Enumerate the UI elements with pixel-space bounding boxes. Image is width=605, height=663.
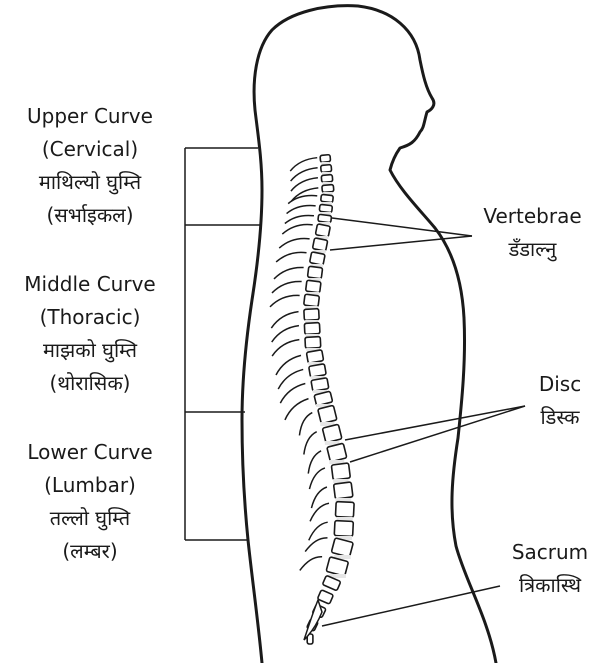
region-name-en: Upper Curve [0, 100, 180, 133]
spine-column [270, 155, 354, 644]
region-brackets [185, 148, 262, 540]
region-name-en: Middle Curve [0, 268, 180, 301]
region-sub-ne: (थोरासिक) [0, 367, 180, 400]
region-name-ne: माथिल्यो घुम्ति [0, 166, 180, 199]
vertebrae-pointer-upper [332, 218, 472, 236]
region-name-ne: तल्लो घुम्ति [0, 502, 180, 535]
part-label-vertebrae: Vertebrae डँडाल्नु [470, 200, 595, 266]
part-label-disc: Disc डिस्क [520, 368, 600, 434]
region-name-en: Lower Curve [0, 436, 180, 469]
region-sub-ne: (लम्बर) [0, 535, 180, 568]
region-name-ne: माझको घुम्ति [0, 334, 180, 367]
region-label-thoracic: Middle Curve (Thoracic) माझको घुम्ति (थो… [0, 268, 180, 400]
vertebra [317, 590, 333, 604]
body-outline [242, 6, 496, 663]
pointer-lines [322, 218, 525, 626]
part-name-en: Disc [520, 368, 600, 401]
region-sub-en: (Lumbar) [0, 469, 180, 502]
sacrum-pointer [322, 586, 500, 626]
region-sub-en: (Thoracic) [0, 301, 180, 334]
vertebrae-pointer-lower [330, 236, 472, 250]
part-name-ne: डिस्क [520, 401, 600, 434]
region-label-lumbar: Lower Curve (Lumbar) तल्लो घुम्ति (लम्बर… [0, 436, 180, 568]
part-label-sacrum: Sacrum त्रिकास्थि [498, 536, 602, 602]
part-name-en: Sacrum [498, 536, 602, 569]
region-sub-en: (Cervical) [0, 133, 180, 166]
region-sub-ne: (सर्भाइकल) [0, 199, 180, 232]
region-label-cervical: Upper Curve (Cervical) माथिल्यो घुम्ति (… [0, 100, 180, 232]
part-name-ne: त्रिकास्थि [498, 569, 602, 602]
part-name-en: Vertebrae [470, 200, 595, 233]
part-name-ne: डँडाल्नु [470, 233, 595, 266]
